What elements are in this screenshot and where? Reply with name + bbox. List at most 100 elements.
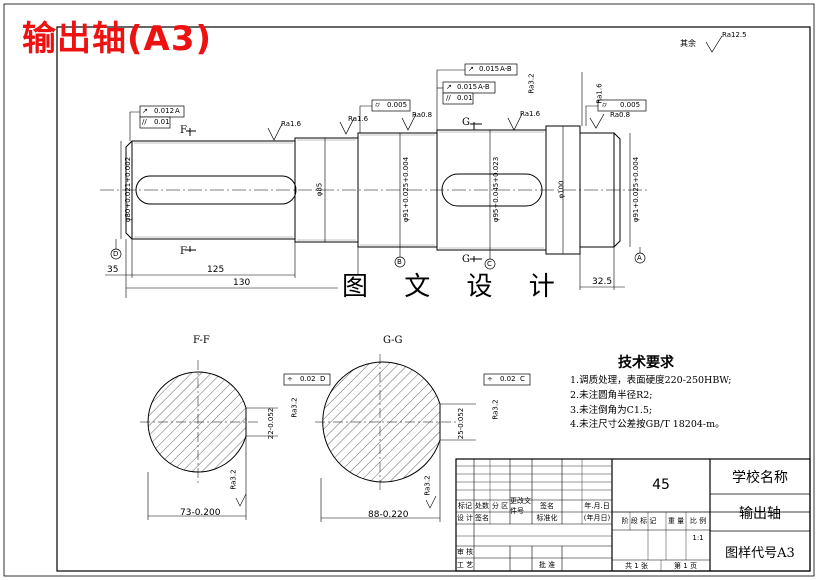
tolerance-frame-boxes [139,63,647,386]
title-block-grid [455,458,811,572]
dim-phi100: φ100 [557,180,566,199]
shaft-outline [125,125,621,255]
tb-header: 年.月.日 [584,502,610,510]
section-title-ff: F-F [193,335,210,346]
dim-125: 125 [207,265,225,275]
tolerance-value: 0.01 [457,94,473,102]
tolerance-datum: D [320,375,326,383]
tech-requirement-item: 3.未注倒角为C1.5; [570,405,653,416]
tb-approve: 批 准 [538,560,556,569]
datum-b: B [397,258,402,266]
tolerance-symbol: ↗ [468,65,474,73]
roughness-label: Ra3.2 [527,73,536,94]
tolerance-symbol: ⌭ [602,101,608,109]
tolerance-symbol: ⌭ [375,101,381,109]
dim-35: 35 [107,265,119,275]
tolerance-value: 0.01 [154,118,170,126]
tb-header: (年月日) [583,514,611,522]
tolerance-symbol: ↗ [446,83,452,91]
tolerance-datum: C [520,375,525,383]
section-title-gg: G-G [383,335,403,346]
diameter-dim-lines [120,126,631,254]
tb-stage-header: 重 量 [667,517,685,525]
section-arrows [186,122,482,262]
shaft-shading [134,131,544,249]
dim-sec-g-key: 25-0.052 [457,407,466,440]
dim-phi-shaft1: φ80+0.021+0.002 [124,156,133,223]
section-marker-g: G [462,117,470,128]
section-ff [140,360,278,520]
roughness-label: Ra3.2 [229,469,238,490]
inner-border [56,26,811,572]
dim-130: 130 [233,278,251,288]
roughness-other-label: 其余 [680,39,696,48]
dim-sec-f-key: 22-0.052 [267,407,276,440]
dim-phi-shaft3: φ95+0.045+0.023 [492,156,501,223]
tolerance-datum: A-B [500,65,512,73]
tb-header: 更改文件号 [510,497,531,515]
tech-requirement-item: 4.未注尺寸公差按GB/T 18204-m。 [570,419,725,430]
design-caption: 图 文 设 计 [338,274,573,300]
tb-header: 签名 [475,514,489,522]
tolerance-symbol: // [446,94,451,102]
title-block-scale: 1:1 [692,533,704,542]
tolerance-datum: A-B [478,83,490,91]
roughness-label: Ra1.6 [348,115,369,123]
tolerance-symbol: ÷ [287,375,293,383]
tolerance-value: 0.005 [387,101,408,109]
roughness-label: Ra3.2 [491,399,500,420]
roughness-label: Ra1.6 [520,110,541,118]
dim-sec-f-width: 73-0.200 [180,508,221,518]
datum-c: C [487,260,492,268]
tolerance-symbol: // [142,118,147,126]
section-marker-g: G [462,254,470,265]
tech-requirement-item: 1.调质处理，表面硬度220-250HBW; [570,375,732,386]
datum-a: A [637,254,642,262]
roughness-other-value: Ra12.5 [722,31,747,39]
section-marker-f: F [180,246,187,257]
tb-stage-header: 阶 段 标 记 [621,517,657,525]
roughness-label: Ra0.8 [412,111,433,119]
tolerance-value: 0.012 [154,107,175,115]
roughness-label: Ra0.8 [610,111,631,119]
title-block-drawing-code: 图样代号A3 [725,545,795,561]
dim-phi-shaft4: φ91+0.025+0.004 [632,156,641,223]
tb-process: 工 艺 [456,560,474,569]
title-block-part-name: 输出轴 [739,505,781,522]
roughness-label: Ra3.2 [290,397,299,418]
tb-header: 签名 [540,502,554,510]
roughness-label: Ra3.2 [423,475,432,496]
dim-phi-shaft2: φ91+0.025+0.004 [402,156,411,223]
tolerance-value: 0.015 [457,83,478,91]
dim-32-5: 32.5 [592,277,613,287]
leader-lines [115,69,641,260]
tolerance-value: 0.02 [300,375,316,383]
tb-review: 审 核 [456,548,474,556]
tb-header: 标记 [458,502,472,510]
tolerance-value: 0.02 [500,375,516,383]
tolerance-value: 0.015 [479,65,500,73]
tolerance-datum: A [175,107,180,115]
tech-requirement-item: 2.未注圆角半径R2; [570,390,653,401]
tb-header: 标准化 [536,514,558,522]
section-marker-f: F [180,125,187,136]
tech-requirements-title: 技术要求 [618,355,674,371]
tb-header: 处数 [475,502,489,510]
tb-header: 分 区 [491,502,509,510]
dim-phi85: φ85 [315,182,324,197]
roughness-label: Ra1.6 [281,120,302,128]
tolerance-value: 0.005 [620,101,641,109]
title-block-material: 45 [652,477,670,493]
outer-border [3,3,815,577]
tb-header: 设 计 [456,514,474,522]
datum-d: D [113,250,119,258]
watermark-title: 输出轴(A3) [22,19,213,59]
datum-circles [110,248,646,270]
tolerance-symbol: ÷ [487,375,493,383]
tb-stage-header: 比 例 [689,517,707,525]
tb-sheets: 共 1 张 [625,561,648,570]
title-block-school: 学校名称 [732,469,788,486]
tolerance-symbol: ↗ [142,107,148,115]
